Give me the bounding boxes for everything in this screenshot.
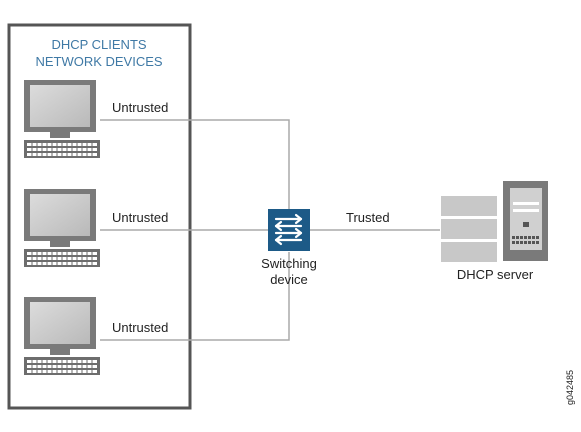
switch-label-line1: Switching <box>261 256 317 271</box>
link-client-1 <box>100 119 290 210</box>
client-group-title-line2: NETWORK DEVICES <box>35 54 162 69</box>
client-label: Untrusted <box>112 100 168 115</box>
desktop-computer-icon <box>23 188 101 268</box>
switch-icon <box>268 209 310 251</box>
link-client-3 <box>100 252 290 341</box>
server-label: DHCP server <box>457 267 534 282</box>
client-group-title-line1: DHCP CLIENTS <box>51 37 146 52</box>
desktop-computer-icon <box>23 296 101 376</box>
client-label: Untrusted <box>112 320 168 335</box>
server-icon <box>441 181 548 262</box>
client-group-border <box>7 23 192 410</box>
client-label: Untrusted <box>112 210 168 225</box>
desktop-computer-icon <box>23 79 101 159</box>
figure-id: g042485 <box>565 370 575 405</box>
switch-label-line2: device <box>270 272 308 287</box>
uplink-label: Trusted <box>346 210 390 225</box>
